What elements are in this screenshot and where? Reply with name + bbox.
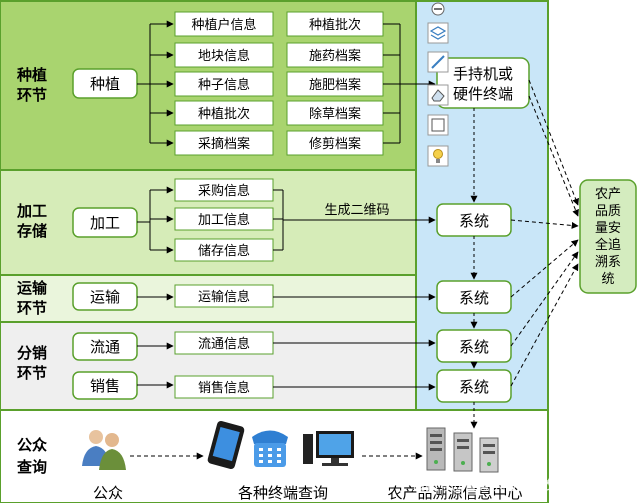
trace-line-5: 统 — [601, 272, 614, 287]
terminals-label: 各种终端查询 — [238, 484, 328, 502]
svg-text:销售信息: 销售信息 — [198, 380, 250, 396]
svg-text:施药档案: 施药档案 — [309, 49, 361, 64]
processing-connectors — [137, 186, 436, 254]
svg-text:施肥档案: 施肥档案 — [309, 78, 361, 93]
server-icon — [426, 427, 499, 473]
phone-icon — [207, 421, 245, 469]
processing-title-1: 加工 — [16, 202, 47, 220]
bulb-icon[interactable] — [427, 145, 449, 167]
distribution-connectors — [137, 339, 436, 391]
system-node-sales[interactable]: 系统 — [436, 369, 512, 403]
transport-node-label: 运输 — [90, 288, 120, 306]
svg-text:采购信息: 采购信息 — [198, 183, 250, 199]
trace-system-node[interactable]: 农产 品质 量安 全追 溯系 统 — [579, 179, 637, 294]
info-center-label: 农产品溯源信息中心 — [387, 484, 522, 502]
svg-text:地块信息: 地块信息 — [198, 48, 250, 64]
circulation-node-label: 流通 — [90, 338, 120, 356]
system-node-circulation[interactable]: 系统 — [436, 329, 512, 363]
trace-line-0: 农产 — [595, 187, 621, 202]
processing-item-2: 储存信息 — [174, 238, 274, 262]
circulation-node[interactable]: 流通 — [72, 332, 138, 361]
public-people-icon — [82, 430, 126, 470]
svg-text:加工信息: 加工信息 — [198, 212, 250, 228]
sales-node[interactable]: 销售 — [72, 371, 138, 400]
handheld-line2: 硬件终端 — [453, 85, 513, 103]
toolbar — [427, 2, 449, 167]
planting-left-item-3: 种植批次 — [174, 100, 274, 126]
svg-text:种植户信息: 种植户信息 — [191, 17, 256, 33]
eraser-icon[interactable] — [427, 84, 449, 106]
transport-title-2: 环节 — [17, 299, 47, 317]
svg-text:修剪档案: 修剪档案 — [309, 136, 361, 152]
watermark: 搜狐号@智慧水利智慧农业 — [412, 478, 568, 494]
planting-right-item-2: 施肥档案 — [286, 71, 384, 97]
svg-text:系统: 系统 — [459, 289, 489, 307]
svg-text:种植批次: 种植批次 — [198, 106, 250, 122]
trace-line-1: 品质 — [595, 204, 621, 219]
svg-text:除草档案: 除草档案 — [309, 107, 361, 122]
processing-item-0: 采购信息 — [174, 178, 274, 202]
trace-line-4: 溯系 — [595, 254, 621, 270]
handheld-terminal-node[interactable]: 手持机或 硬件终端 — [436, 57, 530, 109]
sales-node-label: 销售 — [90, 377, 120, 395]
planting-right-item-4: 修剪档案 — [286, 130, 384, 156]
trace-line-2: 量安 — [595, 221, 621, 236]
processing-node-label: 加工 — [90, 214, 120, 232]
planting-right-item-1: 施药档案 — [286, 42, 384, 68]
qr-label: 生成二维码 — [324, 203, 389, 218]
svg-text:系统: 系统 — [459, 338, 489, 356]
processing-title-2: 存储 — [17, 222, 47, 240]
distribution-item-0: 流通信息 — [174, 331, 274, 355]
processing-item-1: 加工信息 — [174, 207, 274, 231]
handheld-line1: 手持机或 — [453, 65, 513, 83]
svg-text:储存信息: 储存信息 — [198, 243, 250, 259]
planting-right-item-0: 种植批次 — [286, 11, 384, 37]
transport-node[interactable]: 运输 — [72, 282, 138, 311]
distribution-item-1: 销售信息 — [174, 375, 274, 399]
transport-title-1: 运输 — [17, 279, 48, 297]
distribution-title-1: 分销 — [17, 344, 47, 362]
system-node-processing[interactable]: 系统 — [436, 203, 512, 237]
distribution-title-2: 环节 — [17, 364, 47, 382]
planting-left-item-2: 种子信息 — [174, 71, 274, 97]
trace-dashed-arrows — [510, 79, 579, 387]
svg-text:流通信息: 流通信息 — [198, 336, 250, 352]
transport-info-box: 运输信息 — [174, 284, 274, 308]
planting-title-1: 种植 — [16, 66, 47, 84]
minus-icon[interactable] — [431, 2, 445, 16]
planting-connectors — [137, 20, 436, 147]
svg-text:系统: 系统 — [459, 212, 489, 230]
system-node-transport[interactable]: 系统 — [436, 280, 512, 314]
trace-line-3: 全追 — [595, 237, 621, 253]
planting-right-item-3: 除草档案 — [286, 100, 384, 126]
public-title-1: 公众 — [17, 436, 47, 454]
frame-icon[interactable] — [427, 114, 449, 136]
planting-left-item-4: 采摘档案 — [174, 130, 274, 156]
planting-title-2: 环节 — [17, 86, 47, 104]
layers-icon[interactable] — [427, 22, 449, 44]
svg-text:种子信息: 种子信息 — [198, 77, 250, 93]
svg-text:系统: 系统 — [459, 378, 489, 396]
computer-icon — [303, 431, 354, 466]
public-title-2: 查询 — [17, 458, 47, 476]
svg-text:运输信息: 运输信息 — [198, 289, 250, 305]
svg-text:采摘档案: 采摘档案 — [198, 136, 250, 152]
telephone-icon — [252, 430, 288, 467]
public-label: 公众 — [93, 484, 123, 502]
pen-icon[interactable] — [427, 51, 449, 73]
processing-node[interactable]: 加工 — [72, 207, 138, 238]
svg-text:种植批次: 种植批次 — [309, 17, 361, 33]
planting-node-label: 种植 — [90, 75, 120, 93]
planting-left-item-1: 地块信息 — [174, 42, 274, 68]
planting-left-item-0: 种植户信息 — [174, 11, 274, 37]
planting-node[interactable]: 种植 — [72, 68, 138, 99]
